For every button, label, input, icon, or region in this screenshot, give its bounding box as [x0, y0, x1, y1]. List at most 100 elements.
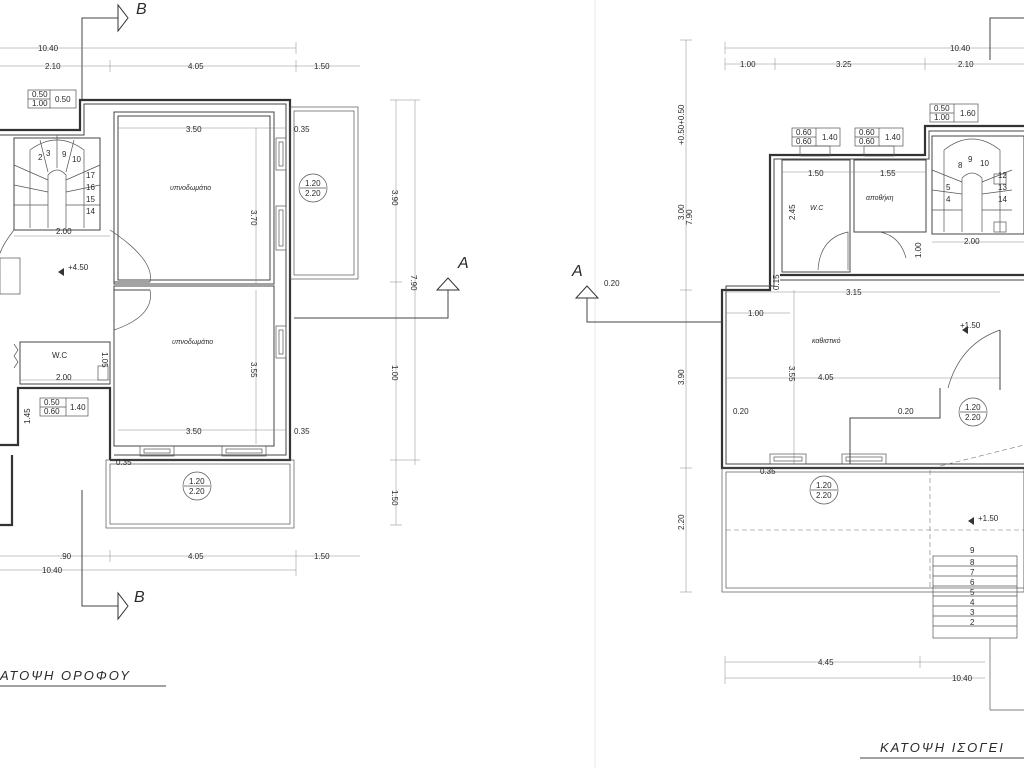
svg-text:2.20: 2.20 [816, 491, 832, 500]
svg-text:3.90: 3.90 [677, 369, 686, 385]
svg-text:0.60: 0.60 [796, 128, 812, 137]
svg-text:2.20: 2.20 [305, 189, 321, 198]
svg-text:1.40: 1.40 [70, 403, 86, 412]
svg-text:2: 2 [970, 618, 975, 627]
svg-text:0.50: 0.50 [55, 95, 71, 104]
svg-text:3.15: 3.15 [846, 288, 862, 297]
svg-text:4.05: 4.05 [818, 373, 834, 382]
upper-bed2-width: 3.50 [186, 427, 202, 436]
svg-text:4: 4 [970, 598, 975, 607]
upper-level-mark: +4.50 [68, 263, 89, 272]
upper-dim-top-total: 10.40 [38, 44, 59, 53]
svg-text:0.60: 0.60 [44, 407, 60, 416]
svg-text:13: 13 [998, 183, 1007, 192]
svg-text:3: 3 [46, 149, 51, 158]
upper-windows-bottom [139, 445, 267, 457]
svg-text:10.40: 10.40 [952, 674, 973, 683]
upper-dim-top-right: 1.50 [314, 62, 330, 71]
ground-level-mark-2: +1.50 [978, 514, 999, 523]
svg-text:1.40: 1.40 [885, 133, 901, 142]
svg-text:14: 14 [998, 195, 1007, 204]
svg-text:4.45: 4.45 [818, 658, 834, 667]
svg-text:7: 7 [970, 568, 975, 577]
svg-text:1.50: 1.50 [390, 490, 399, 506]
svg-text:3.70: 3.70 [249, 210, 258, 226]
svg-text:2: 2 [38, 153, 43, 162]
section-b-top-marker: B [81, 1, 147, 100]
upper-dim-top-left: 2.10 [45, 62, 61, 71]
svg-text:2.00: 2.00 [56, 373, 72, 382]
svg-text:0.50: 0.50 [32, 90, 48, 99]
ground-window-tag-2: 0.60 0.60 1.40 [854, 127, 904, 147]
svg-text:0.35: 0.35 [294, 427, 310, 436]
ground-level-mark-1: +1.50 [960, 321, 981, 330]
svg-text:1.45: 1.45 [23, 408, 32, 424]
section-a-ground-marker: A 0.20 [571, 263, 722, 323]
svg-text:0.20: 0.20 [604, 279, 620, 288]
upper-window-tag-1: 0.50 1.00 0.50 [27, 89, 77, 109]
svg-text:0.60: 0.60 [859, 128, 875, 137]
svg-text:1.00: 1.00 [934, 113, 950, 122]
section-a-upper-marker: A [294, 255, 469, 319]
svg-text:10: 10 [72, 155, 81, 164]
svg-text:1.00: 1.00 [914, 242, 923, 258]
svg-text:1.00: 1.00 [390, 365, 399, 381]
svg-text:1.40: 1.40 [822, 133, 838, 142]
ground-floor-plan: 10.40 1.00 3.25 2.10 0.60 0.60 1.40 0.60… [571, 17, 1024, 759]
svg-text:2.45: 2.45 [788, 204, 797, 220]
upper-staircase: 2 3 9 10 17 16 15 14 [13, 135, 101, 231]
ground-exterior-stairs: 9 8 7 6 5 4 3 2 [932, 546, 1024, 711]
svg-text:3: 3 [970, 608, 975, 617]
svg-text:1.00: 1.00 [748, 309, 764, 318]
svg-text:0.35: 0.35 [294, 125, 310, 134]
svg-text:1.20: 1.20 [305, 179, 321, 188]
ground-room-wc: W.C [810, 205, 824, 212]
svg-text:.90: .90 [60, 552, 72, 561]
svg-text:7.90: 7.90 [685, 209, 694, 225]
upper-floor-title: ΑΤΟΨΗ ΟΡΟΦΟΥ [0, 668, 131, 683]
svg-text:12: 12 [998, 171, 1007, 180]
ground-window-tag-1: 0.60 0.60 1.40 [791, 127, 841, 147]
ground-living-room: 3.15 1.00 καθιστικό 4.05 3.55 0.15 +1.50… [726, 274, 1001, 464]
svg-text:3.25: 3.25 [836, 60, 852, 69]
svg-text:0.50: 0.50 [934, 104, 950, 113]
svg-text:3.55: 3.55 [787, 366, 796, 382]
svg-text:1.50: 1.50 [808, 169, 824, 178]
section-b-bottom-marker: B [81, 490, 145, 621]
svg-text:10: 10 [980, 159, 989, 168]
svg-text:2.20: 2.20 [965, 413, 981, 422]
section-b-top-label: B [136, 1, 147, 18]
svg-text:1.20: 1.20 [965, 403, 981, 412]
svg-text:+0.50+0.50: +0.50+0.50 [677, 104, 686, 145]
svg-text:5: 5 [970, 588, 975, 597]
upper-dim-top-mid: 4.05 [188, 62, 204, 71]
ground-window-tag-3: 0.50 1.00 1.60 [929, 103, 979, 123]
svg-text:2.00: 2.00 [964, 237, 980, 246]
svg-text:4: 4 [946, 195, 951, 204]
svg-text:8: 8 [958, 161, 963, 170]
svg-text:0.60: 0.60 [796, 137, 812, 146]
upper-window-circle-1: 1.20 2.20 [298, 173, 328, 203]
svg-text:1.20: 1.20 [816, 481, 832, 490]
svg-text:0.15: 0.15 [772, 274, 781, 290]
svg-text:9: 9 [62, 150, 67, 159]
svg-text:0.60: 0.60 [859, 137, 875, 146]
ground-wc-storage: 1.50 1.55 W.C αποθήκη 2.45 1.00 [781, 159, 927, 273]
upper-window-tag-2: 0.50 0.60 1.40 [39, 397, 89, 417]
ground-windows [769, 145, 895, 465]
svg-text:16: 16 [86, 183, 95, 192]
svg-text:14: 14 [86, 207, 95, 216]
upper-window-circle-2: 1.20 2.20 [182, 471, 212, 501]
svg-text:1.00: 1.00 [740, 60, 756, 69]
svg-text:10.40: 10.40 [42, 566, 63, 575]
svg-text:2.20: 2.20 [189, 487, 205, 496]
ground-vertical-dimensions: +0.50+0.50 3.00 7.90 3.90 2.20 [677, 39, 694, 593]
ground-room-storage: αποθήκη [866, 195, 894, 202]
svg-text:0.20: 0.20 [733, 407, 749, 416]
svg-text:5: 5 [946, 183, 951, 192]
upper-room-bedroom-1: υπνοδωμάτιο [170, 184, 211, 192]
svg-text:17: 17 [86, 171, 95, 180]
svg-text:1.00: 1.00 [32, 99, 48, 108]
svg-text:0.20: 0.20 [898, 407, 914, 416]
